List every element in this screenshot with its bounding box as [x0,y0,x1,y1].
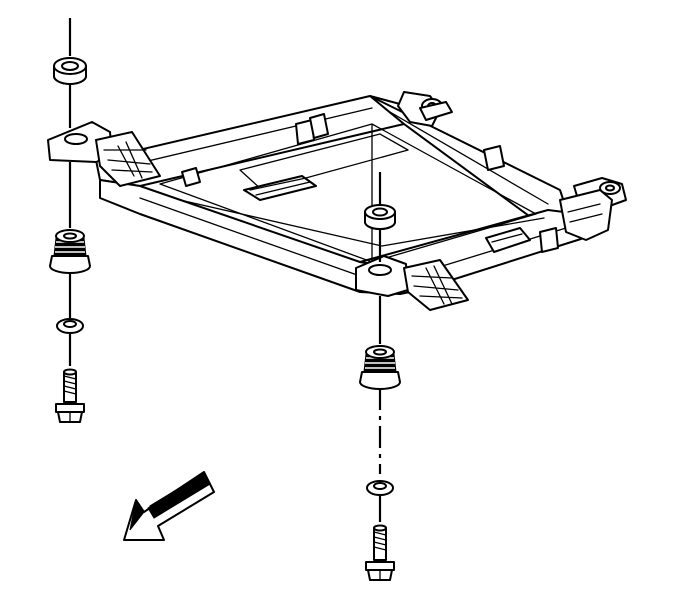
insulator-icon [364,204,396,230]
left-mount-stack [49,18,91,423]
insulator-icon [53,57,87,85]
frame-cradle [47,91,627,311]
rear-crossmember [369,95,569,225]
washer-icon [56,318,84,334]
bolt-icon [365,524,395,581]
bolt-icon [55,368,85,423]
insulator-icon [359,345,401,390]
right-mount-stack [359,172,401,581]
washer-icon [366,480,394,496]
front-arrow-icon [123,471,215,541]
insulator-icon [49,229,91,274]
